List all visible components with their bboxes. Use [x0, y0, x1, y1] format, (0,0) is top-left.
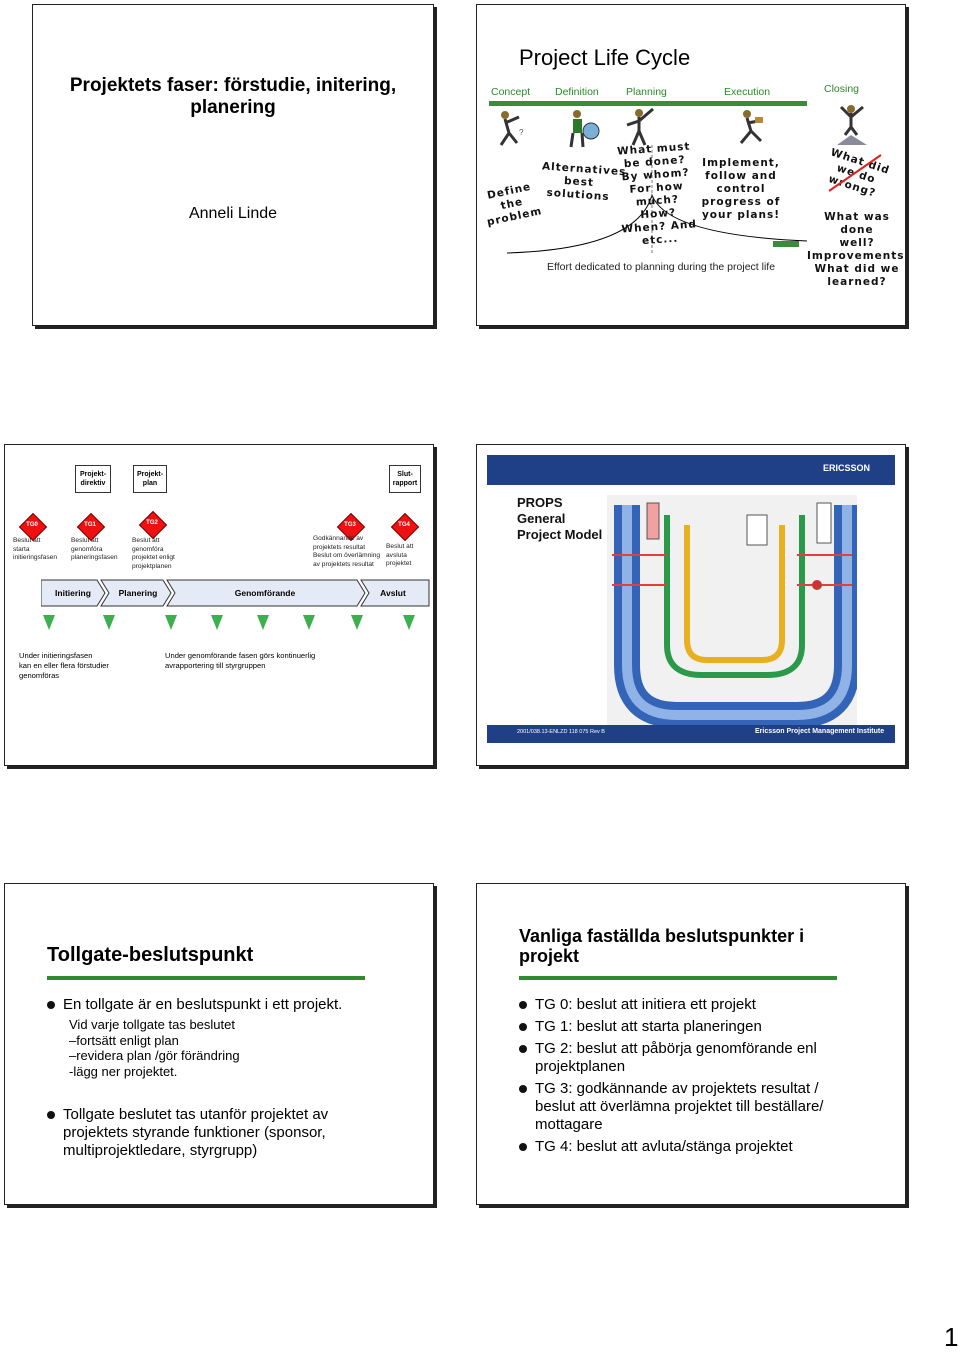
note-genomforande: Under genomförande fasen görs kontinuerl… [165, 651, 316, 670]
planning-figure-icon [626, 107, 654, 146]
tollgate-tg4: TG4 [390, 512, 420, 542]
closing-line: well? [839, 237, 875, 249]
slide5-title-rule [47, 976, 365, 980]
slide5-sub-list: Vid varje tollgate tas beslutet –fortsät… [69, 1017, 240, 1079]
closing-line: learned? [827, 276, 887, 288]
slide5-bullet-2: Tollgate beslutet tas utanför projektet … [47, 1106, 427, 1160]
what-must-list: What must be done? By whom? For how much… [611, 140, 702, 250]
phase-definition: Definition [555, 86, 599, 98]
phase-genomforande: Genomförande [234, 588, 296, 598]
props-footer-left: 2001/038.13-ENLZD 118 075 Rev B [517, 729, 605, 735]
slide5-bullet-1: En tollgate är en beslutspunkt i ett pro… [47, 996, 427, 1014]
props-footer-bar [487, 725, 895, 743]
list-item: TG 3: godkännande av projektets resultat… [519, 1080, 899, 1134]
implement-line: follow and [705, 170, 777, 182]
bullet-icon [519, 1023, 527, 1032]
doc-slutrapport: Slut-rapport [389, 465, 421, 493]
ericsson-header-bar [487, 455, 895, 485]
slide-1: Projektets faser: förstudie, initering, … [32, 4, 434, 326]
phase-arrows [41, 579, 430, 607]
slide6-title-rule [519, 976, 837, 980]
implement-line: Implement, [702, 157, 780, 169]
concept-figure-icon: ? [499, 111, 524, 146]
props-u-model-diagram [607, 495, 857, 725]
slide-3: Projekt-direktiv Projekt-plan Slut-rappo… [4, 444, 434, 766]
milestone-marker [165, 615, 177, 630]
milestone-marker [43, 615, 55, 630]
props-title: PROPS General Project Model [517, 495, 603, 542]
slide6-title: Vanliga faställda beslutspunkter i proje… [519, 926, 805, 966]
bullet-icon [47, 1111, 55, 1120]
closing-line: What did we [814, 263, 900, 275]
phase-bar [489, 101, 807, 106]
slide2-title: Project Life Cycle [519, 45, 691, 70]
slide-5: Tollgate-beslutspunkt En tollgate är en … [4, 883, 434, 1205]
list-item: TG 4: beslut att avluta/stänga projektet [519, 1138, 899, 1156]
phase-planering: Planering [118, 588, 158, 598]
svg-text:?: ? [519, 128, 524, 137]
phase-avslut: Avslut [380, 588, 406, 598]
bullet-icon [519, 1001, 527, 1010]
alternatives-text: Alternatives best solutions [541, 160, 627, 204]
closing-line: Improvements? [807, 250, 906, 262]
doc-projektdirektiv: Projekt-direktiv [75, 465, 111, 493]
slide6-list: TG 0: beslut att initiera ett projekt TG… [519, 996, 899, 1156]
list-item: TG 2: beslut att påbörja genomförande en… [519, 1040, 899, 1076]
closing-questions: What was done well? Improvements? What d… [807, 211, 906, 289]
implement-list: Implement, follow and control progress o… [701, 157, 781, 222]
definition-figure-icon [569, 110, 600, 148]
bullet-icon [519, 1085, 527, 1094]
effort-curve [506, 145, 808, 255]
tollgate-tg1: TG1 [76, 512, 106, 542]
props-footer-right: Ericsson Project Management Institute [755, 728, 885, 735]
list-item: TG 0: beslut att initiera ett projekt [519, 996, 899, 1014]
effort-caption: Effort dedicated to planning during the … [547, 261, 776, 273]
phase-initiering: Initiering [55, 588, 91, 598]
execution-figure-icon [739, 110, 763, 144]
tollgate-tg0: TG0 [18, 512, 48, 542]
bullet-icon [519, 1045, 527, 1054]
phase-planning: Planning [626, 86, 667, 98]
milestone-marker [303, 615, 315, 630]
milestone-marker [103, 615, 115, 630]
closing-line: What was done [824, 211, 890, 236]
milestone-marker [257, 615, 269, 630]
ericsson-logo: ERICSSON [823, 463, 871, 473]
page-number: 1 [944, 1322, 959, 1352]
slide-4: ERICSSON PROPS General Project Model 200… [476, 444, 906, 766]
bullet-icon [519, 1143, 527, 1152]
cross-out-icon [828, 154, 882, 192]
doc-projektplan: Projekt-plan [133, 465, 167, 493]
implement-line: control [716, 183, 766, 195]
closing-figure-icon [837, 105, 867, 145]
slide1-title: Projektets faser: förstudie, initering, … [69, 75, 397, 118]
phase-closing: Closing [824, 83, 860, 95]
slide-2: Project Life Cycle Concept Definition Pl… [476, 4, 906, 326]
milestone-marker [351, 615, 363, 630]
implement-line: progress of [701, 196, 781, 208]
bullet-icon [47, 1001, 55, 1010]
slide5-title: Tollgate-beslutspunkt [47, 944, 254, 966]
list-item: TG 1: beslut att starta planeringen [519, 1018, 899, 1036]
slide1-author: Anneli Linde [188, 205, 278, 222]
milestone-marker [211, 615, 223, 630]
implement-line: your plans! [701, 209, 781, 221]
phase-concept: Concept [491, 86, 531, 98]
tollgate-tg3: TG3 [336, 512, 366, 542]
slide-6: Vanliga faställda beslutspunkter i proje… [476, 883, 906, 1205]
milestone-marker [403, 615, 415, 630]
phase-execution: Execution [724, 86, 771, 98]
tollgate-tg2: TG2 [138, 510, 168, 540]
